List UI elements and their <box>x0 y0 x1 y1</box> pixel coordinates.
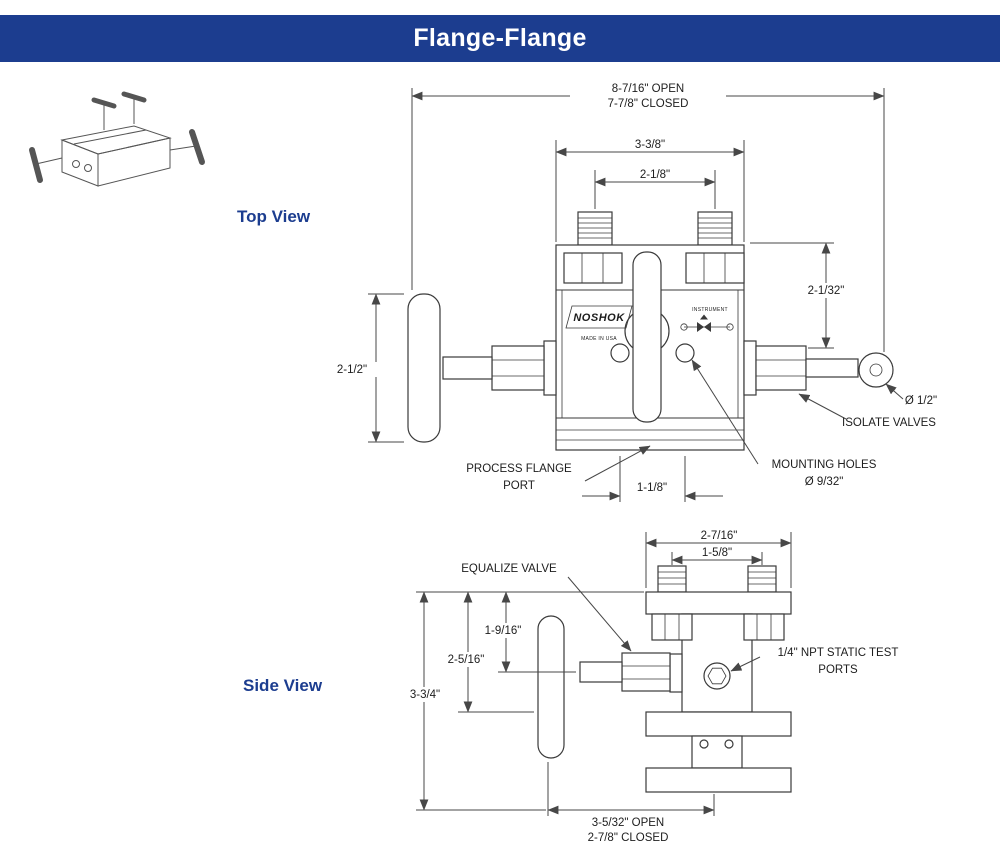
neck-hole <box>699 739 709 749</box>
dim-body-width-label: 3-3/8" <box>635 139 665 151</box>
dim-overall-height: 3-3/4" <box>399 591 546 811</box>
dim-body-depth: 2-1/32" <box>750 242 855 349</box>
t-handle-left <box>407 293 441 443</box>
side-view-dimensions: 2-7/16" 1-5/8" 1-9/16" <box>399 530 898 844</box>
dim-body-height-label: 2-5/16" <box>448 654 485 666</box>
bonnet-nut-right <box>685 252 745 284</box>
thumb-handle-icon <box>189 129 205 165</box>
instrument-flange <box>645 591 792 615</box>
page-title: Flange-Flange <box>413 24 587 52</box>
process-flange-label-2: PORT <box>503 480 535 492</box>
callout-isolate-valves: ISOLATE VALVES <box>798 393 936 429</box>
dim-handle-length: 2-1/2" <box>326 293 404 443</box>
isolate-valve-left <box>407 293 557 443</box>
brand-logo <box>565 305 633 329</box>
isolate-valves-label: ISOLATE VALVES <box>842 417 936 429</box>
process-flange <box>645 711 792 737</box>
neck-hole <box>724 739 734 749</box>
handle-diameter-label: Ø 1/2" <box>905 395 937 407</box>
dim-flange-width: 2-7/16" <box>645 530 792 588</box>
equalize-t-handle <box>537 615 565 759</box>
mounting-hole-left <box>610 343 630 363</box>
dim-side-stud-spacing-label: 1-5/8" <box>702 547 732 559</box>
t-handle-right-end <box>858 352 894 388</box>
top-view-drawing: NOSHOK MADE IN USA INSTRUMENT <box>407 211 894 451</box>
dim-overall-closed-label: 7-7/8" CLOSED <box>608 98 689 110</box>
callout-handle-diameter: Ø 1/2" <box>885 383 937 407</box>
dim-flange-width-label: 2-7/16" <box>701 530 738 542</box>
thumb-body-front <box>61 139 99 187</box>
dim-valve-height: 1-9/16" <box>475 591 576 673</box>
dim-overall-width: 8-7/16" OPEN 7-7/8" CLOSED <box>411 82 885 352</box>
thumb-body-side <box>97 137 171 187</box>
dim-hole-spacing: 1-1/8" <box>582 456 723 502</box>
equalize-handle-bar <box>632 251 662 423</box>
instrument-text: INSTRUMENT <box>692 307 728 313</box>
dim-stud-spacing: 2-1/8" <box>594 169 716 209</box>
callout-static-test-ports: 1/4" NPT STATIC TEST PORTS <box>730 647 899 676</box>
dim-side-stud-spacing: 1-5/8" <box>671 547 763 565</box>
mounting-holes-label-2: Ø 9/32" <box>805 476 844 488</box>
flange-stud-right <box>747 565 777 593</box>
static-test-label-1: 1/4" NPT STATIC TEST <box>778 647 899 659</box>
dim-side-overall-width: 3-5/32" OPEN 2-7/8" CLOSED <box>547 762 715 844</box>
side-view-drawing <box>537 565 792 793</box>
dim-valve-height-label: 1-9/16" <box>485 625 522 637</box>
callout-equalize-valve: EQUALIZE VALVE <box>461 563 632 652</box>
bonnet-nut-left <box>563 252 623 284</box>
thumb-handle-icon <box>91 97 117 109</box>
instrument-stud-right <box>697 211 733 246</box>
mounting-hole-right <box>675 343 695 363</box>
dim-body-depth-label: 2-1/32" <box>808 285 845 297</box>
thumb-handle-icon <box>121 91 147 103</box>
dim-body-width: 3-3/8" <box>555 139 745 242</box>
dim-body-height: 2-5/16" <box>438 591 534 713</box>
instrument-stud-left <box>577 211 613 246</box>
brand-text: NOSHOK <box>573 312 625 324</box>
static-test-label-2: PORTS <box>818 664 858 676</box>
static-test-port <box>703 662 731 690</box>
dim-overall-open-label: 8-7/16" OPEN <box>612 83 684 95</box>
bottom-plate <box>645 767 792 793</box>
body-markings: NOSHOK MADE IN USA INSTRUMENT <box>565 305 734 342</box>
title-banner: Flange-Flange <box>0 15 1000 62</box>
flange-stud-left <box>657 565 687 593</box>
dim-side-open-label: 3-5/32" OPEN <box>592 817 664 829</box>
valve-schematic-icon <box>680 314 734 332</box>
made-in-text: MADE IN USA <box>581 336 617 342</box>
isometric-view-thumbnail <box>29 91 205 187</box>
dim-stud-spacing-label: 2-1/8" <box>640 169 670 181</box>
callout-mounting-holes: MOUNTING HOLES Ø 9/32" <box>691 359 877 488</box>
dim-overall-height-label: 3-3/4" <box>410 689 440 701</box>
flange-neck <box>691 735 743 769</box>
process-flange-label-1: PROCESS FLANGE <box>466 463 572 475</box>
side-view-label: Side View <box>243 676 323 695</box>
dim-side-closed-label: 2-7/8" CLOSED <box>588 832 669 844</box>
equalize-valve-label: EQUALIZE VALVE <box>461 563 557 575</box>
thumb-handle-icon <box>29 147 43 183</box>
dim-handle-length-label: 2-1/2" <box>337 364 367 376</box>
callout-process-flange-port: PROCESS FLANGE PORT <box>466 445 651 492</box>
equalize-valve <box>537 615 683 759</box>
top-view-dimensions: 8-7/16" OPEN 7-7/8" CLOSED 3-3/8" 2-1/8" <box>326 82 937 502</box>
mounting-holes-label-1: MOUNTING HOLES <box>772 459 877 471</box>
top-view-label: Top View <box>237 207 311 226</box>
dim-hole-spacing-label: 1-1/8" <box>637 482 667 494</box>
flange-nut-right <box>743 613 785 641</box>
isolate-valve-right <box>743 340 894 396</box>
flange-nut-left <box>651 613 693 641</box>
